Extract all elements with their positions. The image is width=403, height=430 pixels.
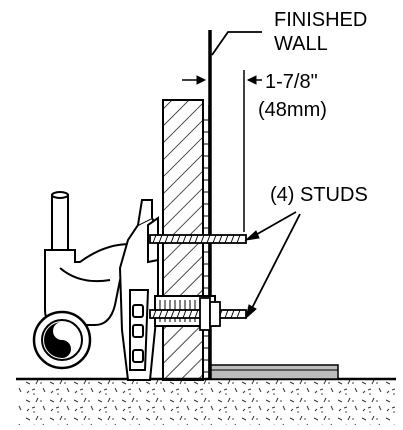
studs-label: (4) STUDS (270, 184, 368, 206)
finished-wall-leader (211, 31, 262, 56)
finished-wall-label-line1: FINISHED (274, 9, 368, 31)
floor-finish (209, 364, 339, 380)
dimension-marker (182, 70, 262, 232)
studs-leader (244, 211, 301, 320)
dimension-imperial-label: 1-7/8" (265, 71, 318, 93)
lower-stud (149, 297, 247, 331)
concrete-slab (16, 377, 396, 425)
finished-wall-label-line2: WALL (274, 33, 328, 55)
upper-stud (149, 234, 247, 244)
dimension-metric-label: (48mm) (258, 99, 327, 121)
outlet-fitting (32, 310, 92, 370)
